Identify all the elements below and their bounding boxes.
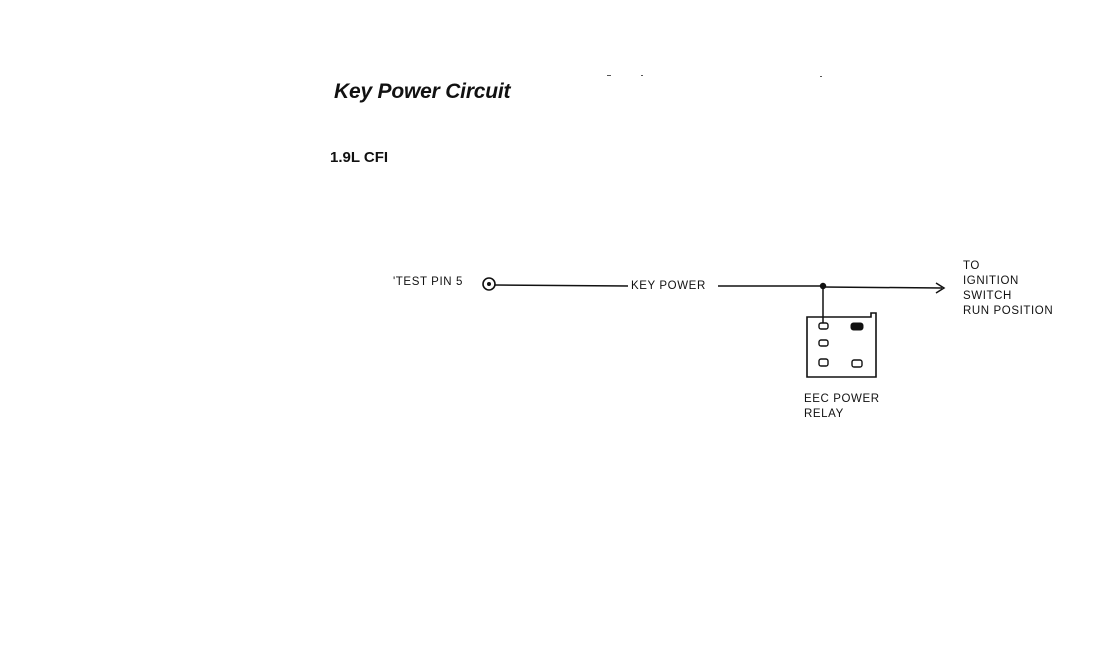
scan-speck: [641, 75, 643, 76]
destination-line: SWITCH: [963, 290, 1012, 302]
eec-power-relay-icon: [806, 312, 877, 378]
destination-line: RUN POSITION: [963, 305, 1054, 317]
engine-subtitle: 1.9L CFI: [330, 149, 389, 166]
key-power-wire-left: [494, 284, 629, 287]
relay-label: EEC POWER RELAY: [804, 392, 880, 422]
destination-line: IGNITION: [963, 275, 1019, 287]
scan-speck: [820, 76, 822, 77]
page-title: Key Power Circuit: [334, 80, 511, 103]
key-power-label: KEY POWER: [628, 279, 709, 294]
ignition-switch-label: TO IGNITION SWITCH RUN POSITION: [963, 259, 1053, 319]
relay-label-line: EEC POWER: [804, 393, 880, 405]
destination-line: TO: [963, 260, 980, 272]
test-pin-terminal-icon: [482, 277, 496, 291]
scan-speck: [607, 75, 611, 76]
key-power-wire-right: [822, 286, 943, 289]
test-pin-label: 'TEST PIN 5: [393, 276, 463, 288]
arrow-right-icon: [935, 282, 946, 294]
relay-label-line: RELAY: [804, 408, 844, 420]
